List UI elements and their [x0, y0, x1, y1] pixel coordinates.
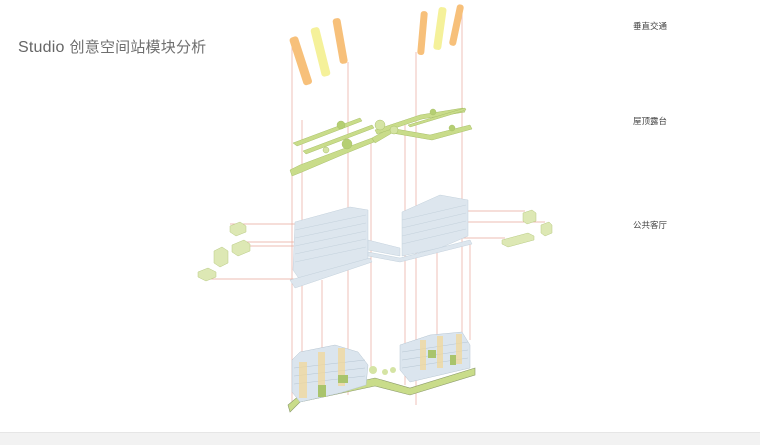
layer-label-public-lounge: 公共客厅: [633, 221, 668, 231]
title-text: 创意空间站模块分析: [69, 38, 207, 56]
public-lounge-layer: [197, 194, 553, 289]
vertical-circulation-layer: [289, 4, 464, 86]
title-prefix: Studio: [18, 39, 65, 56]
ground-building-layer: [287, 331, 476, 413]
roof-terrace-layer: [289, 107, 473, 177]
page-title: Studio 创意空间站模块分析: [18, 36, 206, 57]
layer-label-vertical-circulation: 垂直交通: [633, 22, 668, 32]
layer-label-roof-terrace: 屋顶露台: [633, 117, 668, 127]
guide-lines: [205, 5, 545, 410]
bottom-bar: [0, 432, 760, 445]
